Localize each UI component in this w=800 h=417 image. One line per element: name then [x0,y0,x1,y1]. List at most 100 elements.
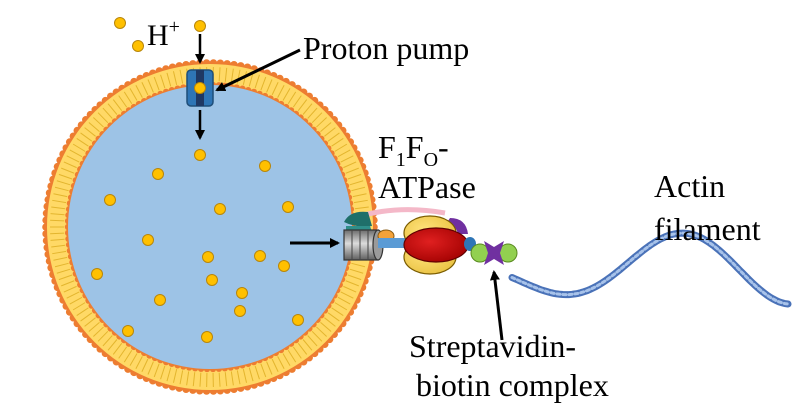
stator-subunit [344,211,372,227]
lipid-tail [316,117,327,128]
lipid-tail [271,358,279,372]
lipid-tail [166,367,172,382]
lipid-tail [327,312,340,322]
lipid-tail [76,138,89,147]
lipid-tail [297,99,308,112]
lipid-tail [53,193,68,198]
lipid-tail [324,317,336,327]
lipid-tail [123,350,133,363]
lipid-tail [236,370,241,385]
lipid-tail [179,370,184,385]
exterior-protons [114,17,206,52]
streptavidin-pointer-arrow [489,270,504,341]
streptavidin-label-line1: Streptavidin- [409,328,576,364]
lipid-tail [63,285,77,293]
lipid-tail [337,149,351,158]
lipid-tail [248,72,254,87]
lipid-tail [58,173,73,180]
lipid-tail [199,372,202,387]
proton [292,314,304,326]
lipid-tail [50,213,65,216]
lipid-tail [327,132,340,142]
central-stalk [378,238,414,248]
lipid-tail [93,117,104,128]
lipid-tail [347,173,362,180]
proton [259,160,271,172]
lipid-tail [192,372,196,387]
lipid-tail [80,132,93,142]
lipid-tail [123,91,133,104]
lipid-tail [345,280,359,287]
lipid-tail [172,369,178,383]
lipid-tail [254,365,260,380]
lipid-tail [331,307,344,316]
proton-pump [186,69,214,107]
lipid-tail [61,280,75,287]
lipid-tail [302,103,313,115]
lipid-tail [334,302,348,311]
lipid-tail [349,180,364,186]
proton [104,194,116,206]
lipid-tail [292,95,302,108]
proton [206,274,218,286]
lipid-tail [282,88,291,101]
atpase-label-line2: ATPase [378,169,476,205]
lipid-tail [53,256,68,261]
lipid-tail [160,365,166,380]
proton-label: H+ [147,16,180,52]
atpase-label-line1: F1FO- [378,129,449,171]
lipid-tail [88,122,100,132]
lipid-tail [343,161,357,169]
lipid-tail [172,71,178,85]
lipid-tail [254,74,260,89]
lipid-tail [242,369,248,383]
streptavidin-label-line2: biotin complex [416,367,609,403]
lipid-tail [230,68,234,83]
lipid-tail [141,358,149,372]
lipid-tail [84,127,96,137]
lipid-tail [56,180,71,186]
lipid-tail [334,143,348,152]
lipid-tail [54,262,69,268]
lipid-tail [147,79,154,93]
lipid-tail [52,199,67,204]
lipid-tail [218,372,221,387]
peripheral-stalk [359,207,446,219]
lipid-tail [135,356,143,370]
lipid-tail [271,82,279,96]
f1-beta [403,227,469,263]
lipid-tail [320,322,332,332]
lipid-tail [179,69,184,84]
lipid-tail [84,317,96,327]
actin-label-line1: Actin [654,168,725,204]
lipid-tail [287,350,297,363]
lipid-tail [107,339,118,351]
lipid-tail [337,296,351,305]
lipid-tail [76,307,89,316]
proton [236,287,248,299]
lipid-tail [141,82,149,96]
proton [154,294,166,306]
lipid-tail [354,206,369,210]
lipid-tail [160,74,166,89]
proton [132,40,144,52]
lipid-tail [166,72,172,87]
lipid-tail [224,67,228,82]
proton-in-pump [194,82,206,94]
lipid-tail [307,335,318,347]
lipid-tail [351,186,366,192]
lipid-tail [352,193,367,198]
lipid-tail [218,67,221,82]
lipid-tail [50,232,65,235]
lipid-tail [260,363,267,378]
proton [234,305,246,317]
lipid-tail [147,361,154,375]
lipid-tail [80,312,93,322]
lipid-tail [353,199,368,204]
vesicle [42,59,378,395]
lipid-tail [58,274,73,281]
lipid-tail [224,372,228,387]
lipid-tail [66,155,80,163]
